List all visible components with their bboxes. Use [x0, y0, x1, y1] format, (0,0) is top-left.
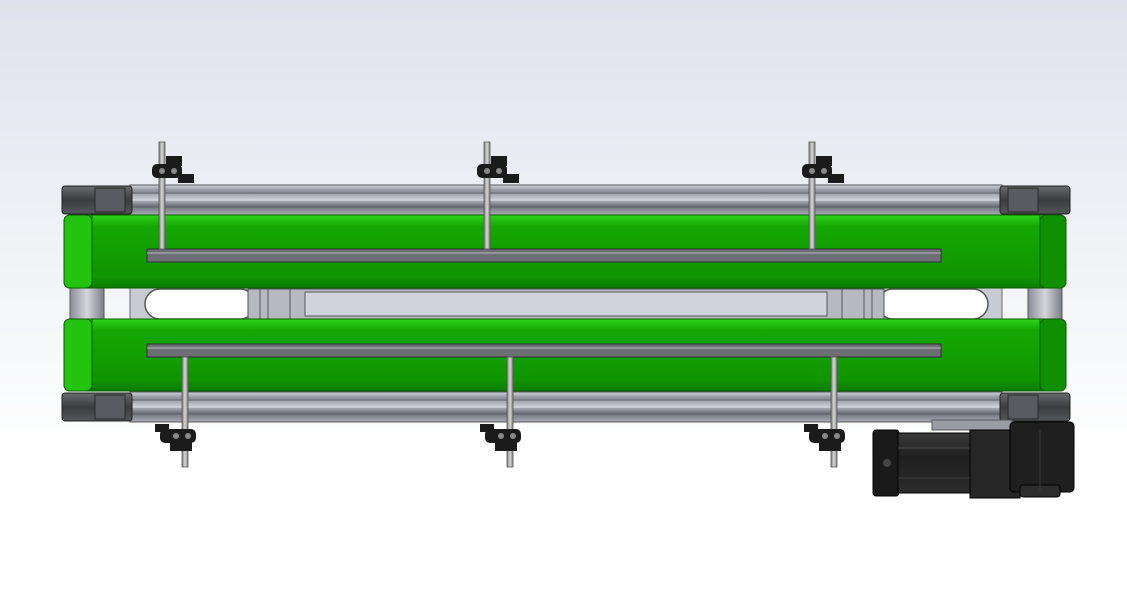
bottom-guide-bracket-2 — [480, 356, 521, 468]
lower-guide-rail — [146, 343, 942, 358]
right-roller — [1027, 287, 1063, 321]
motor-body — [897, 432, 973, 494]
top-side-rail — [129, 184, 1003, 216]
left-roller — [69, 287, 105, 321]
end-caps — [61, 185, 1071, 422]
bottom-guide-bracket-3 — [804, 356, 845, 468]
upper-guide-rail — [146, 248, 942, 263]
motor-mount-plate — [931, 419, 1013, 431]
gear-motor-icon — [872, 419, 1075, 499]
center-frame — [129, 287, 1003, 321]
left-slot — [144, 288, 256, 320]
top-guide-bracket-3 — [802, 141, 844, 250]
top-guide-bracket-2 — [477, 141, 519, 250]
right-slot — [877, 288, 989, 320]
bottom-guide-bracket-1 — [155, 356, 196, 468]
bottom-side-rail — [129, 391, 1003, 423]
end-rollers — [69, 287, 1063, 321]
top-guide-bracket-1 — [152, 141, 194, 250]
